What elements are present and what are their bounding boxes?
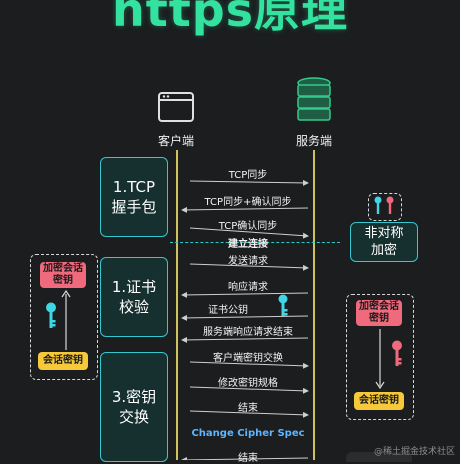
key-icon: [278, 294, 288, 316]
encrypted-session-key-badge: 加密会话 密钥: [40, 262, 86, 288]
message-label: 证书公钥: [208, 305, 248, 316]
session-key-badge: 会话密钥: [354, 392, 404, 410]
message-label: 建立连接: [228, 239, 268, 250]
arrow-cert-pubkey: [181, 314, 309, 321]
server-key-card: [346, 294, 414, 420]
server-label: 服务端: [295, 134, 332, 148]
step-certificate-check: 1.证书 校验: [100, 257, 168, 337]
step-key-exchange: 3.密钥 交换: [100, 352, 168, 462]
arrow-client-key-exchange: [189, 361, 309, 369]
server-stack-icon: [297, 77, 331, 121]
session-key-badge: 会话密钥: [38, 352, 88, 370]
message-label: 结束: [238, 403, 258, 414]
message-label: 发送请求: [228, 256, 268, 267]
arrow-change-spec: [189, 386, 309, 394]
message-label: TCP同步+确认同步: [204, 197, 292, 208]
message-label: TCP同步: [228, 170, 268, 181]
key-pair-icon: [374, 196, 394, 214]
arrow-send-request: [189, 263, 309, 271]
message-label: 客户端密钥交换: [213, 353, 283, 364]
client-key-card: [30, 254, 98, 380]
message-label: Change Cipher Spec: [191, 428, 305, 439]
arrow-server-done: [181, 336, 309, 343]
message-label: 修改密钥规格: [218, 378, 278, 389]
arrow-finished: [189, 410, 309, 418]
connection-divider: [170, 242, 340, 243]
partial-card: [346, 452, 412, 462]
asymmetric-keys-card: [368, 193, 402, 221]
arrow-tcp-ack: [189, 227, 309, 239]
client-browser-icon: [158, 92, 194, 122]
down-arrow-icon: [375, 329, 385, 390]
message-label: 服务端响应请求结束: [203, 327, 293, 338]
arrow-tcp-syn: [189, 179, 309, 186]
watermark: @稀土掘金技术社区: [374, 447, 456, 457]
client-lifeline: [176, 150, 178, 460]
arrow-tcp-syn-ack: [181, 206, 309, 213]
message-label: TCP确认同步: [218, 221, 278, 232]
arrow-response: [181, 291, 309, 298]
encrypted-session-key-badge: 加密会话 密钥: [356, 300, 402, 326]
up-arrow-icon: [61, 290, 71, 350]
client-label: 客户端: [157, 134, 194, 148]
step-tcp-handshake: 1.TCP 握手包: [100, 157, 168, 237]
message-label: 结束: [238, 453, 258, 464]
server-lifeline: [313, 150, 315, 460]
page-title: https原理: [111, 0, 349, 37]
key-icon: [392, 340, 402, 366]
asymmetric-encryption-box: 非对称 加密: [350, 222, 418, 262]
message-label: 响应请求: [228, 282, 268, 293]
key-icon: [46, 302, 56, 328]
